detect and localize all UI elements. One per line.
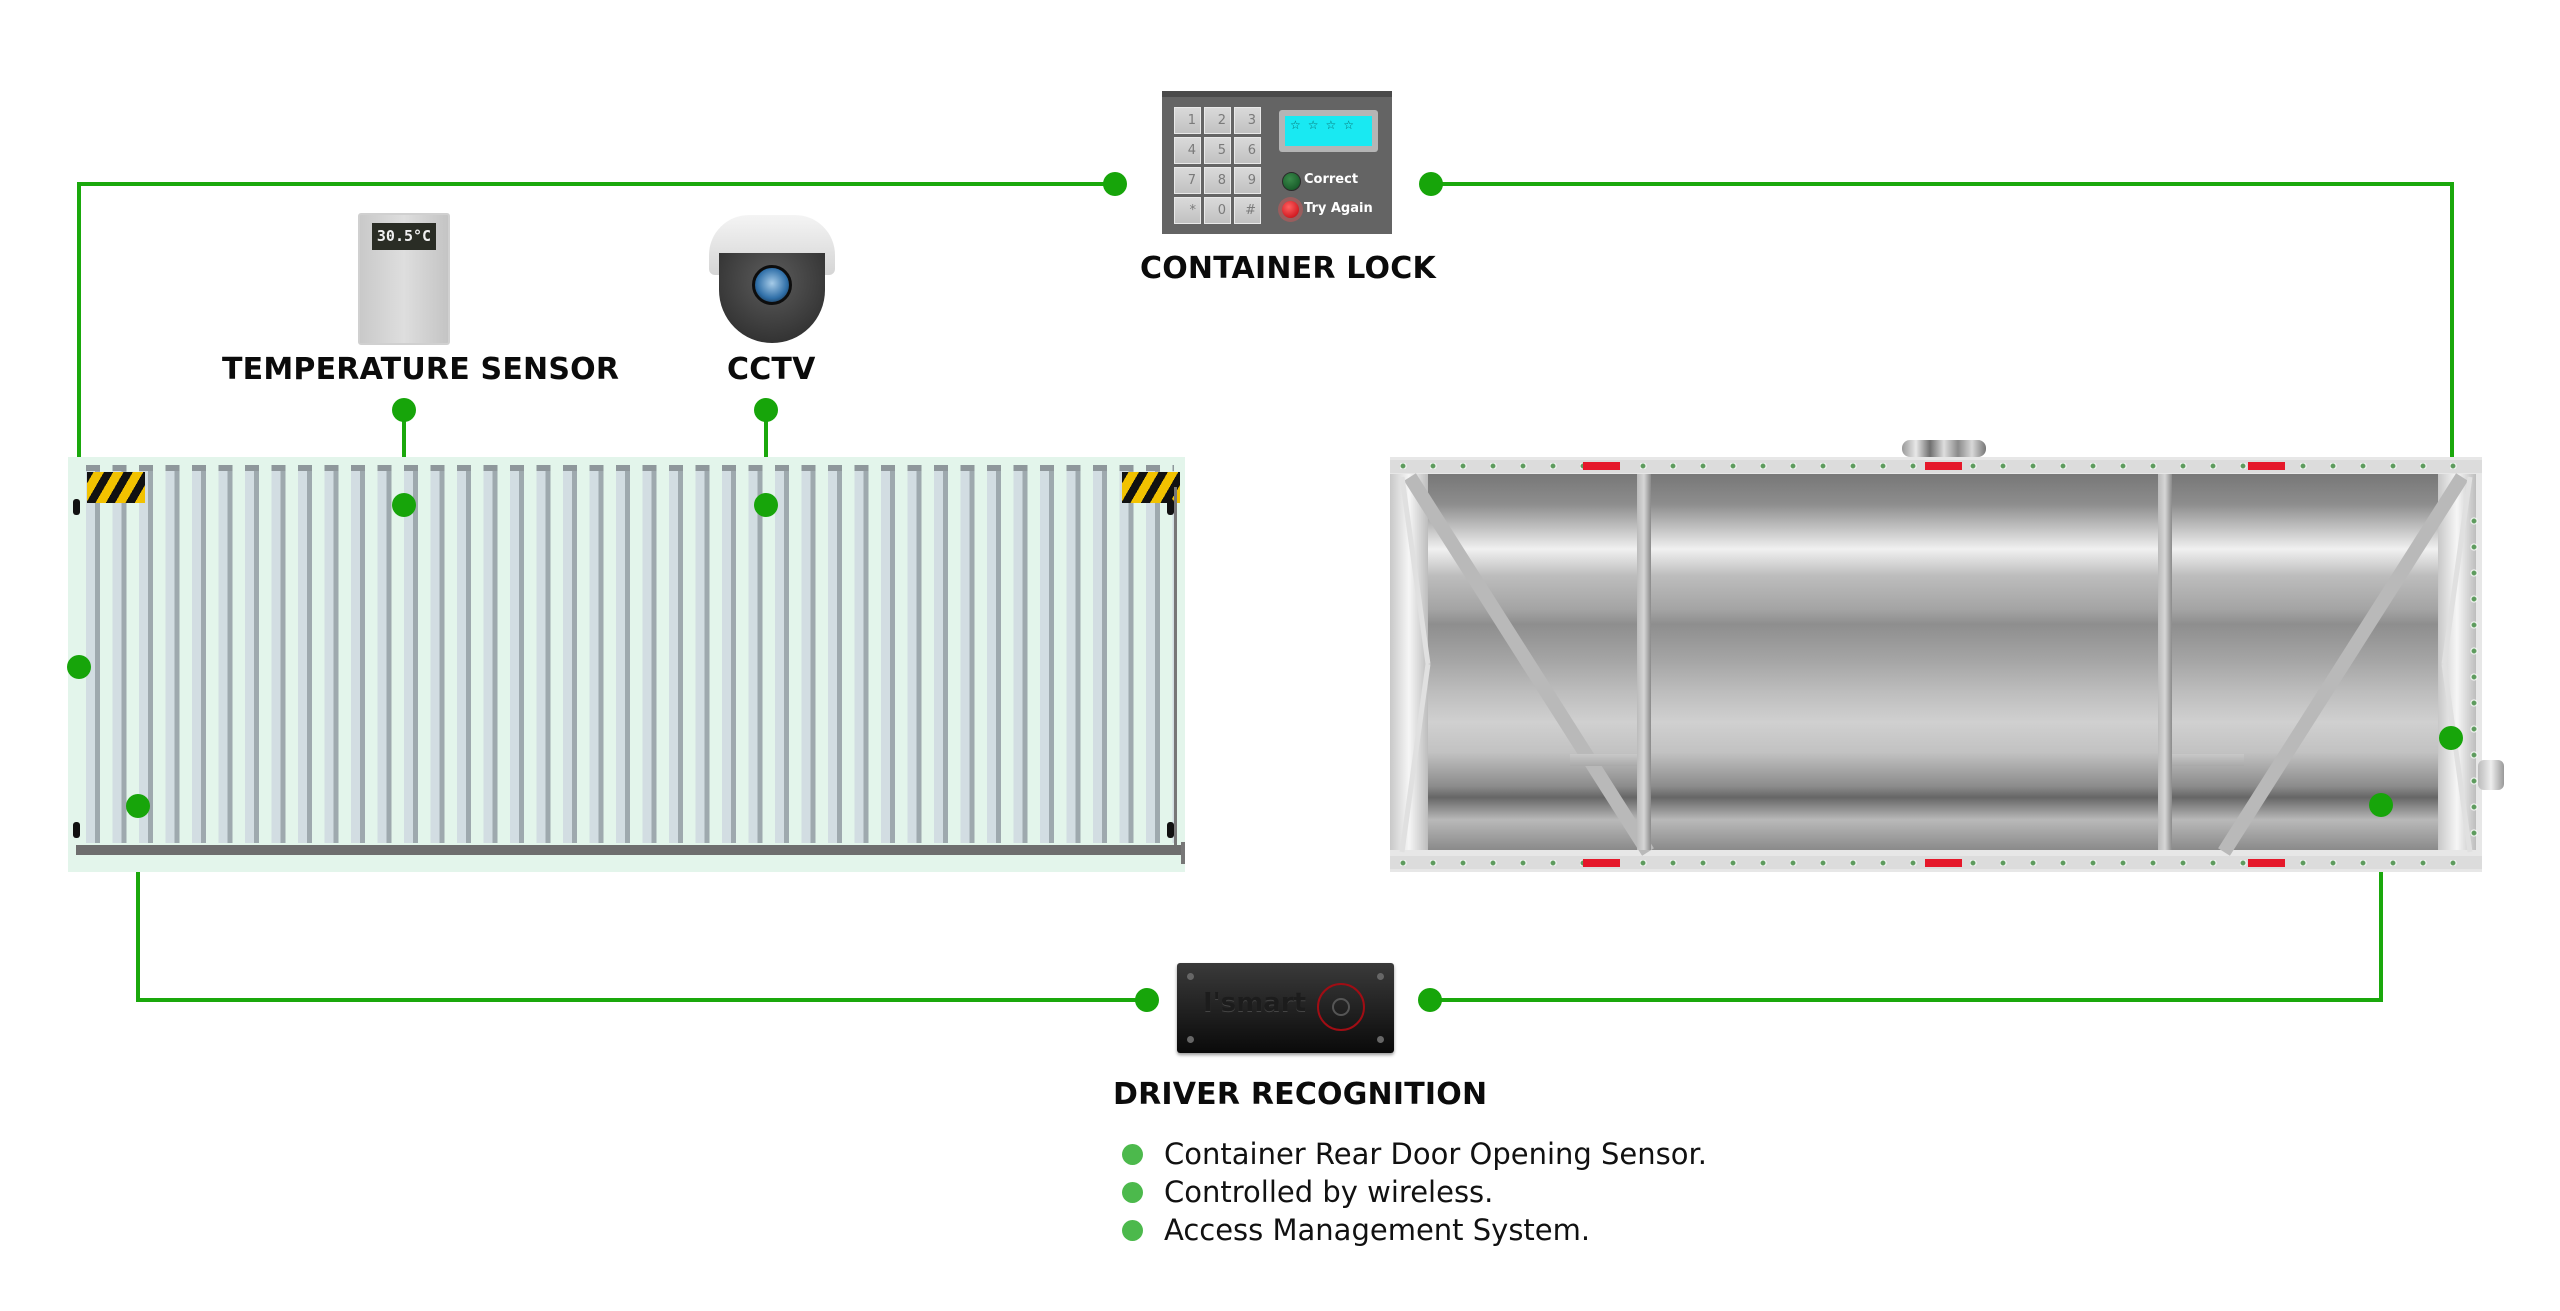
cctv-lens xyxy=(752,265,792,305)
keypad-key[interactable]: 5 xyxy=(1204,137,1231,164)
tank-frame-bracing xyxy=(1399,473,2473,856)
device-brand: I'smart xyxy=(1203,988,1306,1018)
tank-red-marker xyxy=(1583,462,1620,470)
status-correct: Correct xyxy=(1304,172,1359,187)
door-latch xyxy=(1167,499,1174,515)
temperature-sensor-icon: 30.5°C xyxy=(358,213,450,345)
keypad-keys: 1 2 3 4 5 6 7 8 9 * 0 # xyxy=(1174,107,1261,224)
list-item: Controlled by wireless. xyxy=(1122,1173,1707,1211)
cctv-label: CCTV xyxy=(727,352,816,387)
fingerprint-scanner-icon[interactable] xyxy=(1317,983,1365,1031)
keypad-key[interactable]: 6 xyxy=(1234,137,1261,164)
keypad-key[interactable]: # xyxy=(1234,197,1261,224)
tank-frame-crossbar xyxy=(2172,754,2244,766)
status-try-again: Try Again xyxy=(1304,201,1373,216)
keypad-key[interactable]: 3 xyxy=(1234,107,1261,134)
hazard-stripe-left xyxy=(87,472,145,503)
tank-manhole-icon xyxy=(1902,440,1986,457)
keypad-key[interactable]: 7 xyxy=(1174,167,1201,194)
keypad-key[interactable]: * xyxy=(1174,197,1201,224)
tank-red-marker xyxy=(2248,462,2285,470)
tank-frame-post xyxy=(2158,474,2172,850)
screw-icon xyxy=(1187,973,1194,980)
bullet-icon xyxy=(1122,1144,1143,1165)
door-latch xyxy=(73,499,80,515)
fingerprint-core xyxy=(1332,998,1350,1016)
feature-text: Controlled by wireless. xyxy=(1164,1175,1494,1209)
keypad-key[interactable]: 2 xyxy=(1204,107,1231,134)
keypad-screen-text: ☆☆☆☆ xyxy=(1285,116,1372,146)
screw-icon xyxy=(1377,973,1384,980)
keypad-key[interactable]: 1 xyxy=(1174,107,1201,134)
keypad-key[interactable]: 0 xyxy=(1204,197,1231,224)
container-door-rail xyxy=(1174,487,1177,847)
hazard-stripe-right xyxy=(1122,472,1180,503)
driver-recognition-device: I'smart xyxy=(1177,963,1394,1053)
tank-valve-icon xyxy=(2478,760,2504,790)
tank-red-marker xyxy=(1925,859,1962,867)
bullet-icon xyxy=(1122,1182,1143,1203)
screw-icon xyxy=(1377,1036,1384,1043)
temperature-sensor-label: TEMPERATURE SENSOR xyxy=(222,352,620,387)
container-corrugation xyxy=(82,465,1174,843)
cctv-camera-icon xyxy=(705,213,839,345)
tank-container xyxy=(1390,457,2482,872)
container-base xyxy=(76,845,1184,855)
tank-red-marker xyxy=(1925,462,1962,470)
list-item: Access Management System. xyxy=(1122,1211,1707,1249)
tank-red-marker xyxy=(1583,859,1620,867)
keypad-key[interactable]: 8 xyxy=(1204,167,1231,194)
keypad-key[interactable]: 9 xyxy=(1234,167,1261,194)
container-lock-label: CONTAINER LOCK xyxy=(1140,251,1436,286)
tank-frame-post xyxy=(1637,474,1651,850)
bullet-icon xyxy=(1122,1220,1143,1241)
led-try-again-icon xyxy=(1282,201,1299,218)
driver-recognition-label: DRIVER RECOGNITION xyxy=(1113,1077,1488,1112)
container-base-cap xyxy=(1181,842,1185,864)
feature-text: Access Management System. xyxy=(1164,1213,1591,1247)
door-latch xyxy=(73,822,80,838)
feature-list: Container Rear Door Opening Sensor. Cont… xyxy=(1122,1135,1707,1249)
list-item: Container Rear Door Opening Sensor. xyxy=(1122,1135,1707,1173)
container-rib-caps xyxy=(82,465,1174,471)
temperature-reading: 30.5°C xyxy=(372,223,436,250)
led-correct-icon xyxy=(1282,172,1301,191)
keypad-key[interactable]: 4 xyxy=(1174,137,1201,164)
tank-rivets-side xyxy=(2470,517,2478,837)
shipping-container xyxy=(68,457,1185,872)
container-lock-keypad: 1 2 3 4 5 6 7 8 9 * 0 # ☆☆☆☆ Correct Try… xyxy=(1162,91,1392,234)
keypad-screen: ☆☆☆☆ xyxy=(1279,110,1378,152)
tank-red-marker xyxy=(2248,859,2285,867)
feature-text: Container Rear Door Opening Sensor. xyxy=(1164,1137,1707,1171)
tank-frame-crossbar xyxy=(1570,754,1637,766)
door-latch xyxy=(1167,822,1174,838)
screw-icon xyxy=(1187,1036,1194,1043)
